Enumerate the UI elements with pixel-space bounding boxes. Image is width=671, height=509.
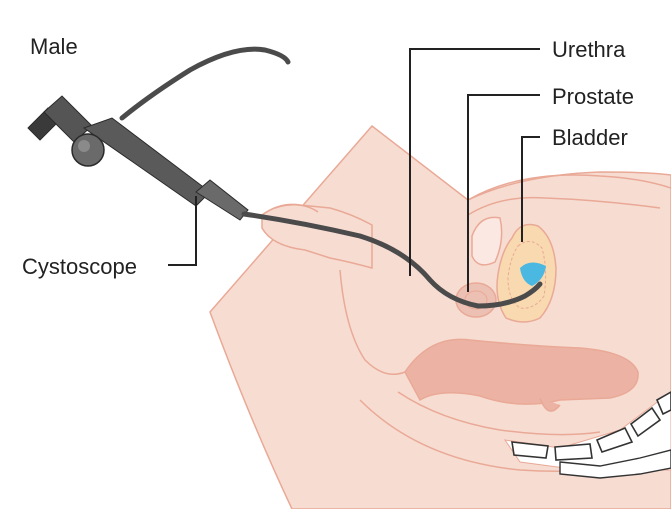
abdominal-outline [467,174,671,201]
cystoscope-shaft [241,211,543,309]
urethra-leader [409,48,540,276]
bladder-leader [521,136,540,242]
label-prostate: Prostate [552,84,634,109]
prostate-leader [467,94,540,292]
leader-lines [168,48,540,292]
bladder-highlight [520,262,546,286]
cystoscope-leader [168,196,197,266]
cystoscope-cable [119,46,291,121]
label-bladder: Bladder [552,125,628,150]
label-urethra: Urethra [552,37,626,62]
label-male: Male [30,34,78,59]
bladder-inner-wall [507,241,547,309]
label-cystoscope: Cystoscope [22,254,137,279]
pubic-bone [471,216,503,266]
scrotum-contour [339,269,406,375]
rectum-fold [539,397,561,412]
spine [503,391,671,479]
cystoscope-body [27,95,249,221]
tissue-line-1 [397,391,601,436]
glans-fold [274,204,319,213]
rectum [404,338,639,405]
pelvic-bone-outline [467,196,661,216]
